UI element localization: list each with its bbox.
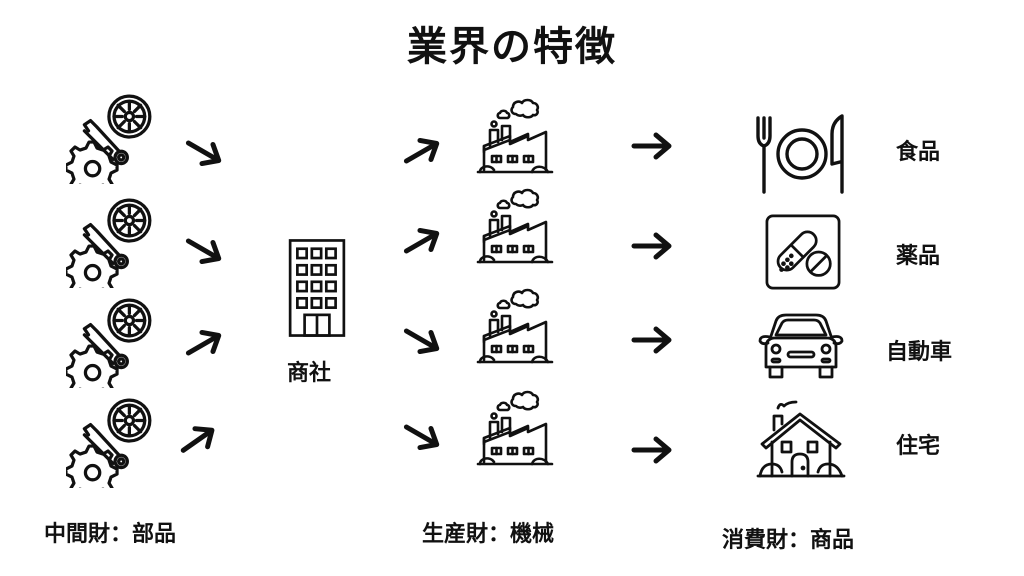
house-icon xyxy=(756,400,846,480)
consumer-item-medicine: 薬品 xyxy=(896,244,941,269)
consumer-item-house: 住宅 xyxy=(896,434,941,459)
parts-icon xyxy=(66,296,158,388)
arrow-down-right-icon xyxy=(182,236,226,264)
parts-icon xyxy=(66,92,158,184)
trader-label: 商社 xyxy=(287,361,332,386)
parts-icon xyxy=(66,396,158,488)
medicine-pills-icon xyxy=(764,213,842,291)
intermediate-goods-label: 中間財：部品 xyxy=(44,522,177,547)
factory-icon xyxy=(466,186,556,276)
arrow-up-right-icon xyxy=(176,426,220,454)
factory-icon xyxy=(466,96,556,186)
consumer-goods-label: 消費財：商品 xyxy=(722,528,855,553)
arrow-down-right-icon xyxy=(400,326,444,354)
arrow-right-icon xyxy=(630,326,674,354)
food-plate-cutlery-icon xyxy=(752,114,852,194)
arrow-up-right-icon xyxy=(400,138,444,166)
office-building-icon xyxy=(286,236,348,340)
arrow-right-icon xyxy=(630,232,674,260)
parts-icon xyxy=(66,196,158,288)
production-goods-label: 生産財：機械 xyxy=(422,522,555,547)
arrow-up-right-icon xyxy=(182,330,226,358)
arrow-right-icon xyxy=(630,436,674,464)
arrow-down-right-icon xyxy=(182,138,226,166)
page-title: 業界の特徴 xyxy=(407,24,617,70)
factory-icon xyxy=(466,388,556,478)
factory-icon xyxy=(466,286,556,376)
arrow-down-right-icon xyxy=(400,422,444,450)
consumer-item-car: 自動車 xyxy=(886,340,953,365)
car-icon xyxy=(756,310,846,382)
consumer-item-food: 食品 xyxy=(896,140,941,165)
arrow-up-right-icon xyxy=(400,228,444,256)
arrow-right-icon xyxy=(630,132,674,160)
